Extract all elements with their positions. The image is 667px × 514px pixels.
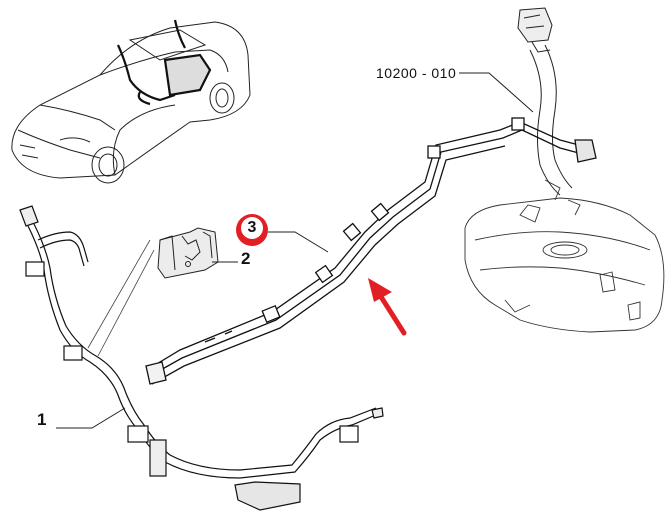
- reference-code-label: 10200 - 010: [376, 65, 457, 81]
- filler-neck-illustration: [517, 7, 573, 196]
- connector-cover-part-2: [157, 227, 224, 279]
- part-3-leader: [268, 231, 329, 253]
- part-3-highlight-ring: 3: [236, 214, 268, 246]
- car-overview-illustration: [11, 21, 251, 184]
- part-1-label: 1: [37, 410, 47, 429]
- wiring-harness-part-1: [19, 205, 384, 511]
- fuel-tank-illustration: [464, 179, 665, 333]
- part-1-leader: [56, 407, 126, 429]
- car-harness-highlight: [117, 19, 212, 106]
- part-2-to-harness-leaders: [87, 239, 155, 357]
- direction-arrow: [368, 278, 407, 336]
- reference-leader: [459, 72, 534, 113]
- part-3-label: 3: [241, 217, 263, 239]
- fuel-line-part-3: [145, 117, 597, 385]
- part-2-label: 2: [241, 249, 251, 268]
